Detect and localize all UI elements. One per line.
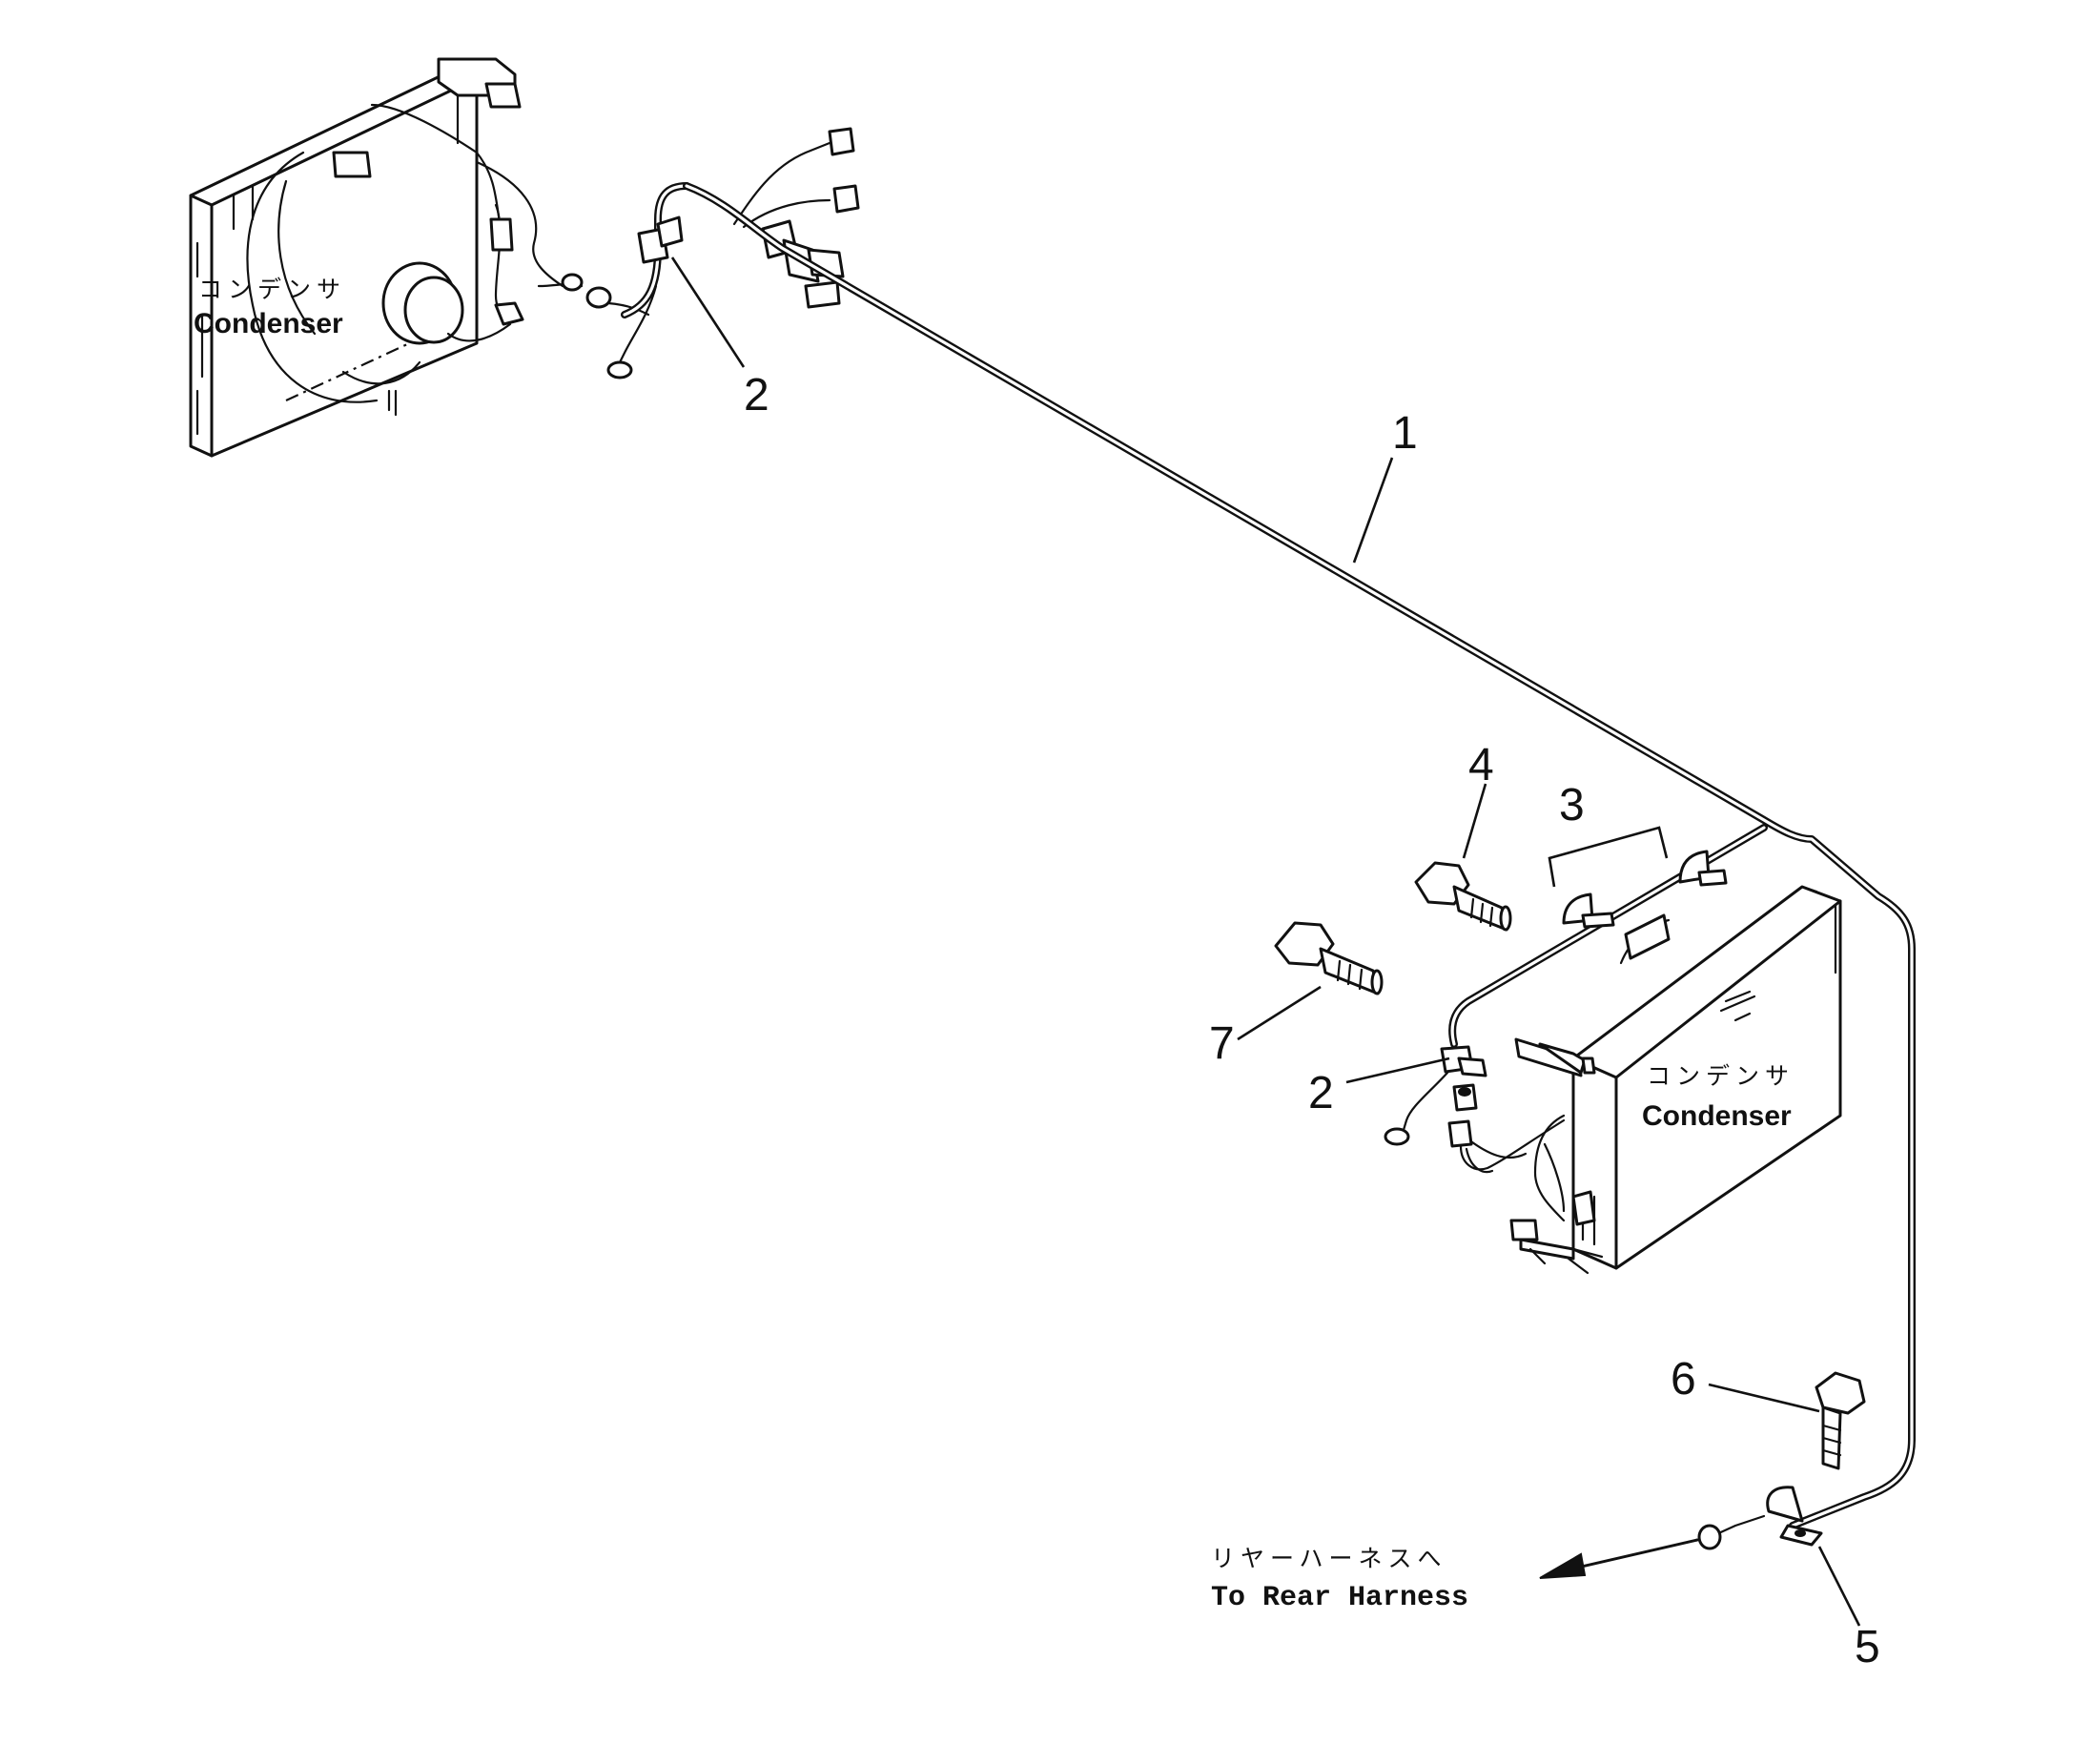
bolt-4 bbox=[1414, 861, 1512, 932]
condenser-top-label-jp: コンデンサ bbox=[198, 276, 346, 303]
bolt-7 bbox=[1274, 921, 1384, 995]
destination-label-jp: リヤーハーネスへ bbox=[1211, 1545, 1447, 1572]
callout-7: 7 bbox=[1209, 1018, 1235, 1069]
harness-top-branch bbox=[606, 127, 860, 379]
harness-right-branch bbox=[1384, 850, 1728, 1174]
condenser-right-label-jp: コンデンサ bbox=[1647, 1062, 1795, 1090]
main-harness bbox=[683, 182, 1916, 1529]
callout-4: 4 bbox=[1468, 740, 1494, 790]
callout-3: 3 bbox=[1559, 780, 1585, 831]
callout-5: 5 bbox=[1855, 1622, 1880, 1672]
clamp-5 bbox=[1697, 1486, 1823, 1550]
callout-1: 1 bbox=[1392, 408, 1418, 459]
destination-label-en: To Rear Harness bbox=[1211, 1582, 1468, 1614]
callouts: 1 2 3 4 7 2 6 5 bbox=[670, 256, 1880, 1672]
callout-2-right: 2 bbox=[1308, 1068, 1334, 1118]
callout-6: 6 bbox=[1671, 1354, 1696, 1405]
to-rear-harness-arrow: リヤーハーネスへ To Rear Harness bbox=[1211, 1538, 1699, 1614]
callout-2-top: 2 bbox=[744, 370, 769, 420]
bolt-6 bbox=[1815, 1371, 1866, 1470]
condenser-right: コンデンサ Condenser bbox=[1466, 885, 1842, 1275]
condenser-top-label-en: Condenser bbox=[194, 308, 343, 339]
condenser-right-label-en: Condenser bbox=[1642, 1100, 1792, 1132]
condenser-top-left: コンデンサ Condenser bbox=[189, 57, 650, 458]
